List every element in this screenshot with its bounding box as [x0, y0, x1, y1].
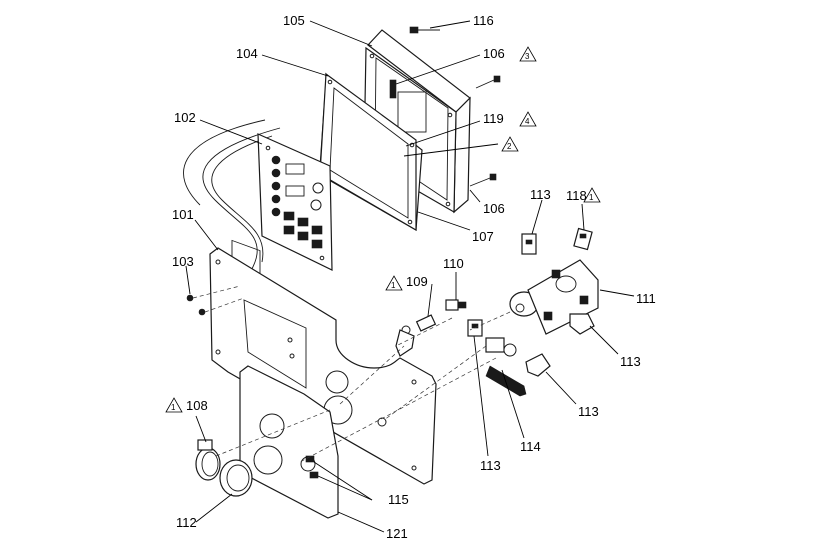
screw-116 [409, 26, 440, 34]
gasket-frame-104 [319, 72, 423, 232]
warning-triangle-icon [519, 46, 537, 62]
warning-triangle-icon [519, 111, 537, 127]
callout-109: 109 [406, 274, 428, 289]
elbow-fitting-113-top-left [521, 233, 537, 255]
callout-108: 108 [186, 398, 208, 413]
warning-triangle-icon [501, 136, 519, 152]
callout-112: 112 [176, 515, 197, 530]
valve-114 [485, 337, 527, 397]
warning-106: 3 [519, 46, 537, 62]
callout-113-right: 113 [620, 354, 641, 369]
fitting-109 [395, 314, 437, 357]
screw-106-top [475, 75, 501, 89]
svg-text:3: 3 [525, 52, 530, 61]
pcb-board-106 [389, 79, 427, 133]
elbow-fitting-113-top-right [573, 227, 593, 251]
screws-103 [186, 285, 245, 316]
callout-103: 103 [172, 254, 194, 269]
screws-115 [305, 455, 319, 479]
callout-113-mid: 113 [578, 404, 599, 419]
ring-112 [219, 459, 253, 497]
fitting-110 [445, 299, 467, 311]
callout-102: 102 [174, 110, 196, 125]
callout-101: 101 [172, 207, 194, 222]
callout-116: 116 [473, 13, 494, 28]
leader-lines [185, 20, 635, 533]
warning-118: 1 [583, 187, 601, 203]
elbow-fitting-113-mid [525, 353, 551, 377]
callout-121: 121 [386, 526, 408, 541]
callout-107: 107 [472, 229, 494, 244]
callout-118: 118 [566, 188, 587, 203]
alignment-lines [299, 311, 511, 463]
callout-113-top: 113 [530, 187, 551, 202]
warning-119: 4 [519, 111, 537, 127]
keypad-overlay-102 [231, 133, 333, 288]
screw-106-bottom [469, 173, 497, 187]
warning-108: 1 [165, 397, 183, 413]
svg-text:1: 1 [391, 281, 396, 290]
svg-text:1: 1 [589, 193, 594, 202]
warning-triangle-icon [583, 187, 601, 203]
callout-106-top: 106 [483, 46, 505, 61]
warning-2: 2 [501, 136, 519, 152]
warning-triangle-icon [165, 397, 183, 413]
elbow-fitting-113-right [569, 313, 595, 335]
callout-110: 110 [443, 256, 464, 271]
callout-111: 111 [636, 291, 656, 306]
callout-labels: 105 116 104 106 102 119 106 107 101 103 … [172, 13, 656, 541]
mounting-plate-101 [209, 247, 437, 485]
svg-text:2: 2 [507, 142, 512, 151]
callout-115: 115 [388, 492, 409, 507]
bracket-plate-121 [239, 365, 339, 519]
callout-119: 119 [483, 111, 504, 126]
svg-text:1: 1 [171, 403, 176, 412]
svg-text:4: 4 [525, 117, 530, 126]
callout-105: 105 [283, 13, 305, 28]
warning-triangle-icon [385, 275, 403, 291]
callout-113-left: 113 [480, 458, 501, 473]
callout-106-bottom: 106 [483, 201, 505, 216]
callout-104: 104 [236, 46, 258, 61]
warning-109: 1 [385, 275, 403, 291]
callout-114: 114 [520, 439, 541, 454]
